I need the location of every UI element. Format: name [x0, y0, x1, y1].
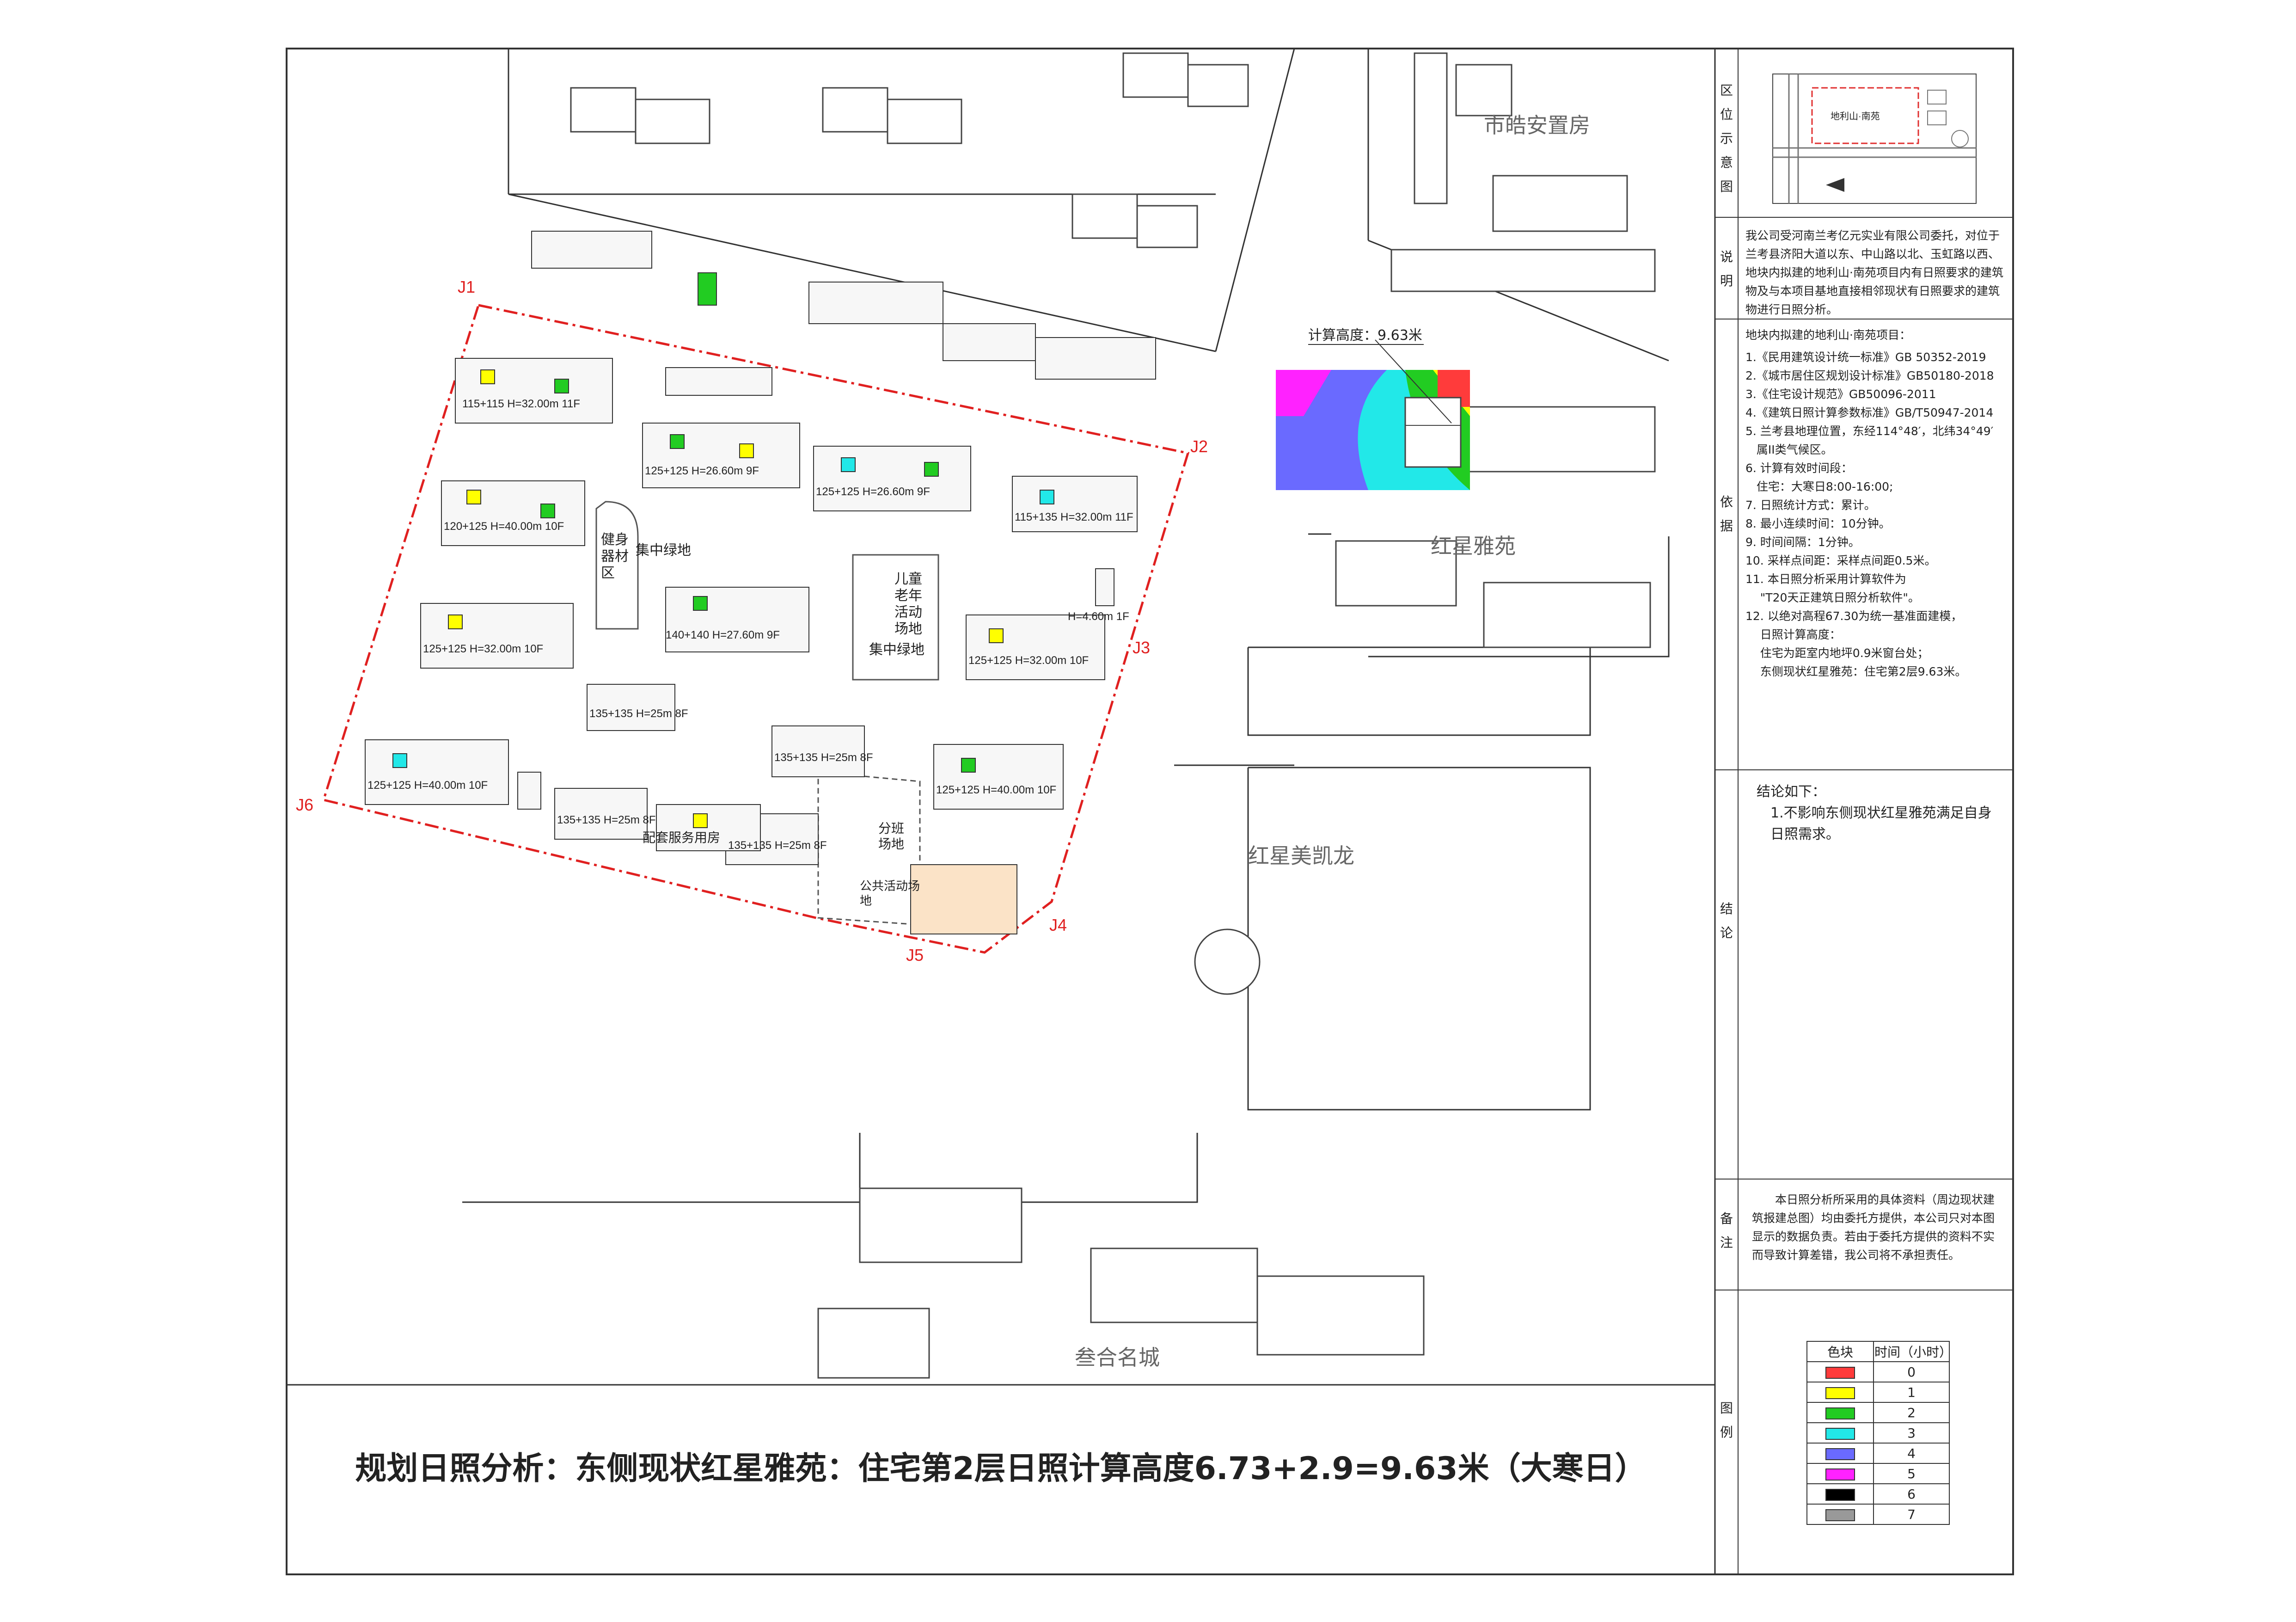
building-label-9: 135+135 H=25m 8F [589, 707, 688, 720]
legend-swatch [1825, 1468, 1855, 1481]
legend-row: 7 [1806, 1504, 1950, 1525]
basis-item-11: 11. 本日照分析采用计算软件为 "T20天正建筑日照分析软件"。 [1745, 572, 1920, 604]
building-label-6: 140+140 H=27.60m 9F [666, 629, 780, 641]
label-shihao: 市皓安置房 [1484, 113, 1590, 138]
project-buildings [365, 231, 1156, 934]
sunlight-result-area [1276, 339, 1470, 490]
side-label-remarks: 备注 [1720, 1211, 1733, 1250]
building-row1 [365, 358, 1138, 934]
boundary-point-j4: J4 [1049, 915, 1067, 934]
basis-intro: 地块内拟建的地利山·南苑项目： [1745, 328, 1911, 342]
side-label-location: 区位示意图 [1720, 83, 1733, 194]
remarks-text: 本日照分析所采用的具体资料（周边现状建筑报建总图）均由委托方提供，本公司只对本图… [1752, 1193, 1995, 1262]
conclusion-heading: 结论如下： [1757, 784, 1826, 800]
zone-service: 配套服务用房 [643, 830, 721, 845]
basis-item-9: 9. 时间间隔：1分钟。 [1745, 535, 1860, 549]
legend-row: 0 [1806, 1361, 1950, 1382]
side-label-basis: 依据 [1720, 494, 1733, 534]
basis-item-7: 7. 日照统计方式：累计。 [1745, 498, 1876, 512]
label-hongxing-kailong: 红星美凯龙 [1248, 843, 1354, 868]
legend-row: 2 [1806, 1402, 1950, 1423]
basis-item-12: 12. 以绝对高程67.30为统一基准面建模， 日照计算高度： 住宅为距室内地坪… [1745, 609, 1967, 678]
label-calc-height: 计算高度：9.63米 [1308, 327, 1422, 344]
legend-swatch [1825, 1427, 1855, 1440]
legend-swatch [1825, 1488, 1855, 1501]
legend-swatch [1825, 1448, 1855, 1460]
basis-item-10: 10. 采样点间距：采样点间距0.5米。 [1745, 554, 1936, 567]
north-arrow-icon [1826, 178, 1844, 192]
site-boundary [322, 304, 1190, 954]
location-map-label: 地利山·南苑 [1831, 111, 1880, 122]
building-label-4: 115+135 H=32.00m 11F [1015, 511, 1133, 523]
building-label-10: 135+135 H=25m 8F [774, 751, 873, 764]
legend-swatch [1825, 1407, 1855, 1419]
label-hongxing-yayuan: 红星雅苑 [1431, 534, 1516, 559]
legend-row: 6 [1806, 1483, 1950, 1505]
legend-hours: 4 [1873, 1443, 1950, 1464]
zone-school: 分班场地 [878, 821, 905, 851]
location-map [1772, 74, 1977, 204]
legend-row: 4 [1806, 1443, 1950, 1464]
label-canhe: 叁合名城 [1075, 1345, 1160, 1370]
neighbor-buildings [570, 52, 1656, 1379]
description-text: 我公司受河南兰考亿元实业有限公司委托，对位于兰考县济阳大道以东、中山路以北、玉虹… [1745, 229, 2003, 316]
zone-green-1: 集中绿地 [636, 543, 691, 558]
legend-hours: 0 [1873, 1361, 1950, 1382]
basis-item-3: 3.《住宅设计规范》GB50096-2011 [1745, 387, 1936, 401]
conclusion-block: 结论如下： 1.不影响东侧现状红星雅苑满足自身日照需求。 [1738, 781, 2013, 845]
legend-table: 色块 时间（小时） 0 1 2 3 4 5 6 7 [1806, 1341, 1952, 1525]
building-label-15: H=4.60m 1F [1068, 610, 1129, 623]
building-label-7: 125+125 H=32.00m 10F [423, 643, 544, 655]
legend-hours: 3 [1873, 1422, 1950, 1444]
building-label-14: 135+135 H=25m 8F [728, 839, 827, 852]
zone-green-2: 集中绿地 [869, 642, 925, 657]
building-label-2: 125+125 H=26.60m 9F [645, 465, 759, 477]
legend-swatch [1825, 1509, 1855, 1521]
basis-item-8: 8. 最小连续时间：10分钟。 [1745, 517, 1891, 530]
basis-item-5: 5. 兰考县地理位置，东经114°48′，北纬34°49′ 属II类气候区。 [1745, 424, 1994, 456]
side-label-legend: 图例 [1720, 1401, 1733, 1440]
basis-item-1: 1.《民用建筑设计统一标准》GB 50352-2019 [1745, 350, 1986, 364]
boundary-point-j3: J3 [1133, 638, 1151, 657]
building-label-8: 125+125 H=32.00m 10F [968, 654, 1089, 667]
zone-fitness: 健身器材区 [601, 532, 629, 581]
legend-hours: 5 [1873, 1463, 1950, 1484]
basis-item-6: 6. 计算有效时间段： 住宅：大寒日8:00-16:00; [1745, 461, 1893, 493]
boundary-point-j1: J1 [458, 277, 476, 296]
building-label-12: 125+125 H=40.00m 10F [936, 784, 1057, 796]
building-label-3: 125+125 H=26.60m 9F [816, 485, 930, 498]
legend-hours: 1 [1873, 1382, 1950, 1403]
legend-hours: 2 [1873, 1402, 1950, 1423]
basis-block: 地块内拟建的地利山·南苑项目： 1.《民用建筑设计统一标准》GB 50352-2… [1738, 326, 2013, 681]
drawing-title: 规划日照分析：东侧现状红星雅苑：住宅第2层日照计算高度6.73+2.9=9.63… [355, 1450, 1647, 1487]
side-label-description: 说明 [1720, 249, 1733, 289]
side-label-conclusion: 结论 [1720, 901, 1733, 940]
legend-row: 5 [1806, 1463, 1950, 1484]
legend-swatch [1825, 1366, 1855, 1379]
boundary-point-j2: J2 [1190, 437, 1208, 456]
conclusion-text: 1.不影响东侧现状红星雅苑满足自身日照需求。 [1770, 805, 1992, 842]
building-label-1: 115+115 H=32.00m 11F [462, 398, 580, 410]
zone-kids: 儿童老年活动场地 [894, 571, 922, 637]
zone-public: 公共活动场地 [860, 879, 920, 908]
outer-frame [286, 48, 2014, 1575]
building-label-5: 120+125 H=40.00m 10F [444, 520, 564, 533]
legend-col-color: 色块 [1806, 1341, 1874, 1362]
boundary-point-j6: J6 [296, 795, 314, 814]
legend-hours: 6 [1873, 1483, 1950, 1505]
basis-item-4: 4.《建筑日照计算参数标准》GB/T50947-2014 [1745, 406, 1994, 419]
legend-row: 3 [1806, 1422, 1950, 1444]
boundary-point-j5: J5 [906, 946, 924, 965]
basis-item-2: 2.《城市居住区规划设计标准》GB50180-2018 [1745, 369, 1994, 382]
building-label-13: 135+135 H=25m 8F [557, 814, 656, 826]
legend-col-hours: 时间（小时） [1873, 1341, 1952, 1362]
building-label-11: 125+125 H=40.00m 10F [367, 779, 488, 792]
legend-row: 1 [1806, 1382, 1950, 1403]
legend-swatch [1825, 1387, 1855, 1399]
legend-hours: 7 [1873, 1504, 1950, 1525]
